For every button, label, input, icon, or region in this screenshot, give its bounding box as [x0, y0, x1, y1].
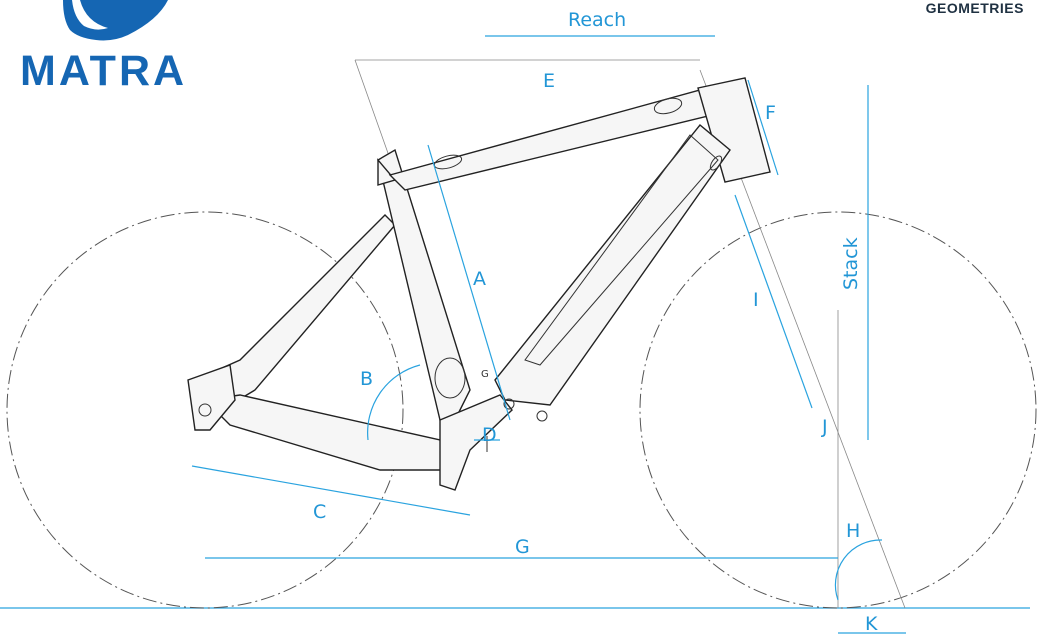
i-dimension-line	[734, 194, 813, 409]
mount-bolt	[536, 410, 548, 422]
f-label: F	[765, 102, 776, 124]
motor-housing	[439, 394, 513, 491]
seat-tube-port	[434, 357, 466, 399]
k-label: K	[865, 613, 878, 635]
front-wheel	[639, 211, 1037, 609]
f-dimension-line	[747, 79, 779, 176]
j-label: J	[821, 416, 828, 438]
c-label: C	[313, 501, 326, 523]
battery-cover	[524, 134, 719, 366]
matra-logo: MATRA	[8, 0, 218, 100]
a-label: A	[473, 268, 486, 290]
pivot-bolt	[503, 398, 515, 410]
g-label: G	[515, 536, 530, 558]
h-angle-arc	[834, 539, 883, 601]
seat-tube	[377, 148, 471, 421]
rear-axle	[198, 403, 212, 417]
chain-stay	[203, 394, 446, 471]
stack-label: Stack	[840, 237, 862, 290]
c-dimension-line	[191, 465, 471, 516]
logo-swoosh-icon	[63, 0, 168, 41]
e-label: E	[543, 70, 555, 92]
b-angle-arc	[367, 364, 421, 441]
seat-collar	[377, 158, 397, 186]
battery-lock-icon	[709, 155, 723, 171]
g-small-label: G	[481, 369, 489, 380]
down-tube	[494, 124, 731, 406]
a-dimension-line	[427, 144, 511, 421]
logo-text: MATRA	[20, 47, 188, 95]
page-title: GEOMETRIES	[925, 0, 1024, 16]
d-label: D	[482, 424, 497, 446]
h-label: H	[846, 520, 860, 542]
b-label: B	[360, 368, 373, 390]
reach-label: Reach	[568, 9, 626, 31]
rear-wheel	[6, 211, 404, 609]
i-label: I	[753, 289, 759, 311]
top-tube-port-front	[653, 97, 683, 115]
